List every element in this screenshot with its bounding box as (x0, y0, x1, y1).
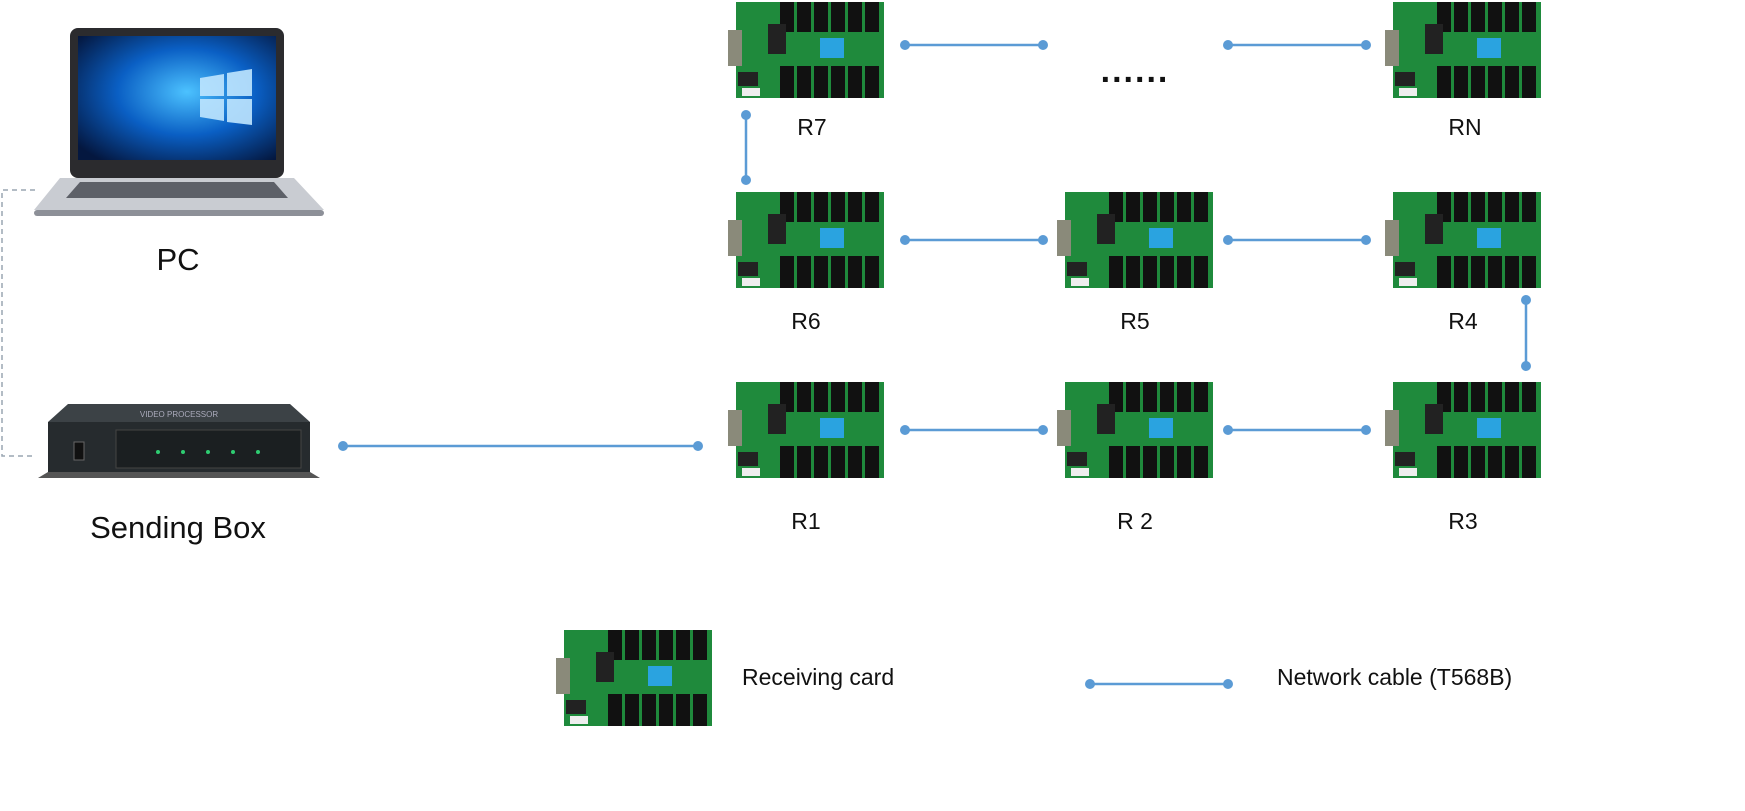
cable-endpoint (1361, 235, 1371, 245)
card-label: R7 (797, 114, 827, 140)
receiving-card-r7 (728, 0, 886, 100)
pc-label: PC (156, 242, 200, 277)
legend-receiving-card-icon (556, 628, 714, 728)
card-label: R5 (1120, 308, 1150, 334)
receiving-card-r5 (1057, 190, 1215, 290)
cable-endpoint (1038, 425, 1048, 435)
ellipsis-more-cards: ...... (1100, 52, 1170, 90)
cable-endpoint (693, 441, 703, 451)
receiving-card-rn (1385, 0, 1543, 100)
receiving-card-r6 (728, 190, 886, 290)
cable-endpoint (1361, 425, 1371, 435)
sending-box-icon: VIDEO PROCESSOR (38, 404, 320, 478)
legend-card-label: Receiving card (742, 664, 895, 690)
cable-endpoint (1223, 679, 1233, 689)
cable-endpoint (1038, 235, 1048, 245)
card-label: R4 (1448, 308, 1478, 334)
cable-endpoint (1223, 40, 1233, 50)
sending-box-label: Sending Box (90, 510, 266, 545)
receiving-card-r1 (728, 380, 886, 480)
card-label: RN (1448, 114, 1482, 140)
sending-box-print: VIDEO PROCESSOR (140, 410, 218, 419)
legend-cable-label: Network cable (T568B) (1277, 664, 1513, 690)
card-label: R6 (791, 308, 821, 334)
card-label: R1 (791, 508, 821, 534)
laptop-pc-icon (34, 28, 324, 216)
receiving-card-r4 (1385, 190, 1543, 290)
pc-sendingbox-link (1, 189, 35, 457)
card-label: R 2 (1117, 508, 1153, 534)
cable-endpoint (741, 175, 751, 185)
cable-endpoint (1521, 295, 1531, 305)
cable-endpoint (1085, 679, 1095, 689)
cable-endpoint (1361, 40, 1371, 50)
receiving-card-r3 (1385, 380, 1543, 480)
cable-endpoint (1223, 425, 1233, 435)
cable-endpoint (1521, 361, 1531, 371)
cable-endpoint (900, 425, 910, 435)
receiving-card-r2 (1057, 380, 1215, 480)
cable-endpoint (900, 235, 910, 245)
cable-endpoint (1223, 235, 1233, 245)
cable-endpoint (1038, 40, 1048, 50)
card-label: R3 (1448, 508, 1478, 534)
cable-endpoint (741, 110, 751, 120)
cable-endpoint (338, 441, 348, 451)
cable-endpoint (900, 40, 910, 50)
